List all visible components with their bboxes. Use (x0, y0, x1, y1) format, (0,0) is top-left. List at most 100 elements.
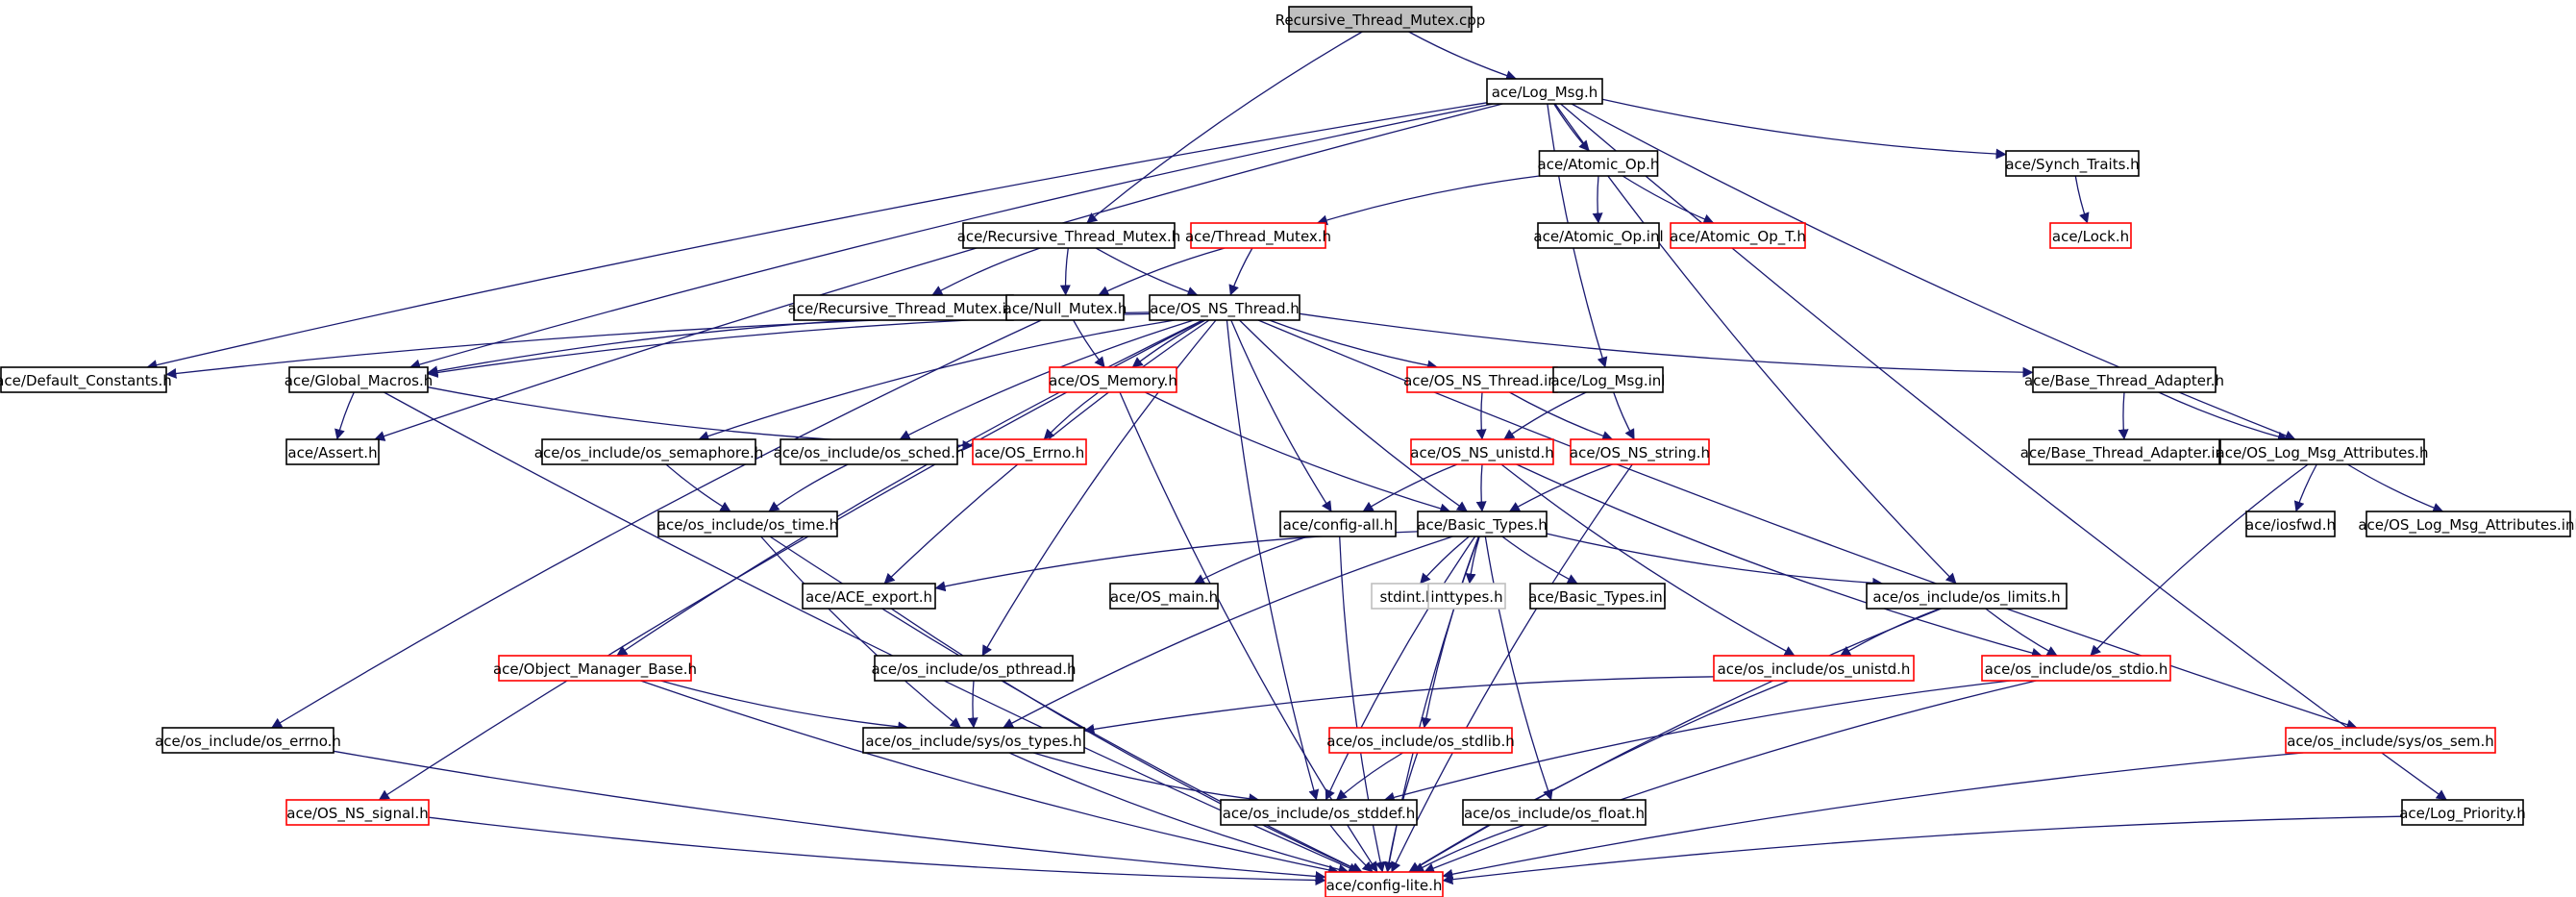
node-sys-sem[interactable]: ace/os_include/sys/os_sem.h (2285, 727, 2496, 754)
node-label: ace/os_include/os_stdlib.h (1326, 733, 1514, 751)
node-box (541, 438, 756, 465)
node-label: inttypes.h (1430, 588, 1502, 606)
node-os-main[interactable]: ace/OS_main.h (1109, 583, 1219, 610)
node-box (1537, 222, 1660, 249)
node-label: ace/os_include/os_stdio.h (1985, 660, 2168, 679)
edge-os-errno-to-config-lite (333, 750, 1326, 882)
node-box (657, 511, 838, 537)
node-box (2245, 511, 2336, 537)
node-os-errno-h[interactable]: ace/OS_Errno.h (972, 438, 1087, 465)
edge-basic-types-to-sys-types (1003, 536, 1453, 729)
node-label: ace/os_include/os_limits.h (1872, 588, 2060, 607)
node-label: ace/Recursive_Thread_Mutex.h (957, 228, 1181, 246)
edge-global-macros-to-config-lite (384, 391, 1360, 873)
node-box (972, 438, 1087, 465)
node-base-thread-adapter-inl[interactable]: ace/Base_Thread_Adapter.inl (2020, 438, 2228, 465)
node-atomicop-inl[interactable]: ace/Atomic_Op.inl (1533, 222, 1664, 249)
node-os-float[interactable]: ace/os_include/os_float.h (1462, 799, 1647, 826)
edge-thread-mutex-to-null-mutex (1098, 247, 1226, 296)
edge-logmsg-to-global-macros (409, 103, 1494, 370)
node-box (498, 655, 692, 682)
edge-os-stddef-to-config-lite (1329, 824, 1374, 873)
node-box (1866, 583, 2068, 610)
node-os-ns-string[interactable]: ace/OS_NS_string.h (1570, 438, 1710, 465)
node-atomicop[interactable]: ace/Atomic_Op.h (1538, 150, 1660, 177)
node-box (285, 799, 430, 826)
node-global-macros[interactable]: ace/Global_Macros.h (285, 366, 433, 393)
node-box (2219, 438, 2425, 465)
node-config-all[interactable]: ace/config-all.h (1279, 511, 1397, 537)
edge-os-limits-to-os-stdio (1985, 608, 2058, 657)
node-label: ace/os_include/os_errno.h (155, 733, 341, 751)
node-box (1149, 294, 1300, 321)
edge-os-ns-thread-to-os-ns-thread-inl (1269, 319, 1439, 371)
node-label: ace/Log_Msg.h (1492, 84, 1598, 102)
node-label: ace/Global_Macros.h (285, 372, 433, 390)
node-label: ace/OS_Log_Msg_Attributes.h (2217, 444, 2429, 462)
node-ace-export[interactable]: ace/ACE_export.h (802, 583, 936, 610)
node-inttypes: inttypes.h (1427, 583, 1506, 610)
node-basic-types[interactable]: ace/Basic_Types.h (1417, 511, 1548, 537)
node-logmsg[interactable]: ace/Log_Msg.h (1486, 78, 1603, 105)
node-null-mutex[interactable]: ace/Null_Mutex.h (1003, 294, 1127, 321)
node-os-semaphore[interactable]: ace/os_include/os_semaphore.h (534, 438, 764, 465)
node-sys-types[interactable]: ace/os_include/sys/os_types.h (862, 727, 1085, 754)
node-synchtraits[interactable]: ace/Synch_Traits.h (2005, 150, 2140, 177)
node-os-unistd[interactable]: ace/os_include/os_unistd.h (1713, 655, 1915, 682)
node-iosfwd[interactable]: ace/iosfwd.h (2245, 511, 2336, 537)
edge-os-log-msg-attr-to-os-log-msg-attr-inl (2346, 463, 2444, 513)
node-os-sched[interactable]: ace/os_include/os_sched.h (774, 438, 965, 465)
node-logmsg-inl[interactable]: ace/Log_Msg.inl (1551, 366, 1666, 393)
node-os-log-msg-attr[interactable]: ace/OS_Log_Msg_Attributes.h (2217, 438, 2429, 465)
edge-logmsg-inl-to-os-ns-string (1613, 391, 1635, 440)
node-os-stddef[interactable]: ace/os_include/os_stddef.h (1220, 799, 1418, 826)
node-os-time[interactable]: ace/os_include/os_time.h (657, 511, 838, 537)
edge-os-ns-thread-to-object-manager-base (616, 319, 1203, 657)
node-box (2049, 222, 2132, 249)
node-os-ns-unistd[interactable]: ace/OS_NS_unistd.h (1410, 438, 1554, 465)
node-box (1049, 366, 1177, 393)
node-label: ace/Lock.h (2052, 228, 2129, 245)
node-os-stdlib[interactable]: ace/os_include/os_stdlib.h (1326, 727, 1515, 754)
node-box (1670, 222, 1806, 249)
node-label: ace/OS_NS_signal.h (286, 805, 428, 823)
node-lock[interactable]: ace/Lock.h (2049, 222, 2132, 249)
node-os-ns-signal[interactable]: ace/OS_NS_signal.h (285, 799, 430, 826)
node-rtm-h[interactable]: ace/Recursive_Thread_Mutex.h (957, 222, 1181, 249)
node-object-manager-base[interactable]: ace/Object_Manager_Base.h (493, 655, 697, 682)
node-os-ns-thread[interactable]: ace/OS_NS_Thread.h (1149, 294, 1300, 321)
edge-os-ns-thread-to-os-sched (899, 319, 1195, 440)
node-thread-mutex[interactable]: ace/Thread_Mutex.h (1185, 222, 1331, 249)
node-box (1529, 583, 1666, 610)
node-os-stdio[interactable]: ace/os_include/os_stdio.h (1981, 655, 2171, 682)
node-box (962, 222, 1176, 249)
node-basic-types-inl[interactable]: ace/Basic_Types.inl (1528, 583, 1667, 610)
edge-os-unistd-to-config-lite (1408, 680, 1790, 873)
node-base-thread-adapter[interactable]: ace/Base_Thread_Adapter.h (2024, 366, 2224, 393)
edge-logmsg-to-assert (374, 103, 1503, 441)
node-os-errno[interactable]: ace/os_include/os_errno.h (155, 727, 341, 754)
node-assert[interactable]: ace/Assert.h (285, 438, 380, 465)
node-os-pthread[interactable]: ace/os_include/os_pthread.h (871, 655, 1077, 682)
node-label: ace/os_include/sys/os_types.h (865, 733, 1081, 751)
edge-os-ns-thread-to-default-constants (165, 311, 1151, 379)
edge-null-mutex-to-os-memory (1073, 319, 1105, 368)
node-default-constants[interactable]: ace/Default_Constants.h (0, 366, 172, 393)
node-box (1486, 78, 1603, 105)
node-atomicop-t[interactable]: ace/Atomic_Op_T.h (1670, 222, 1806, 249)
node-label: ace/os_include/os_pthread.h (871, 660, 1076, 679)
node-os-limits[interactable]: ace/os_include/os_limits.h (1866, 583, 2068, 610)
node-label: Recursive_Thread_Mutex.cpp (1276, 12, 1486, 30)
node-box (1427, 583, 1506, 610)
node-os-ns-thread-inl[interactable]: ace/OS_NS_Thread.inl (1403, 366, 1561, 393)
edge-os-ns-thread-to-os-pthread (981, 319, 1217, 657)
node-rtm-inl[interactable]: ace/Recursive_Thread_Mutex.inl (788, 294, 1020, 321)
node-os-memory[interactable]: ace/OS_Memory.h (1049, 366, 1177, 393)
edge-null-mutex-to-os-errno (271, 319, 1042, 729)
edge-os-sched-to-os-time (768, 463, 849, 512)
node-root[interactable]: Recursive_Thread_Mutex.cpp (1276, 6, 1486, 33)
node-os-log-msg-attr-inl[interactable]: ace/OS_Log_Msg_Attributes.inl (2358, 511, 2576, 537)
node-log-priority[interactable]: ace/Log_Priority.h (2399, 799, 2526, 826)
edge-os-stdlib-to-os-stddef (1335, 752, 1403, 801)
node-config-lite[interactable]: ace/config-lite.h (1325, 871, 1444, 897)
